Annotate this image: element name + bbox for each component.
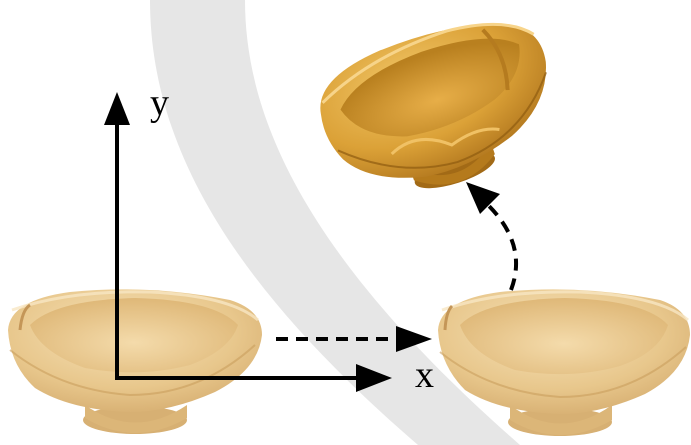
y-axis-label: y (150, 82, 169, 124)
background-arc-band (150, 0, 520, 445)
bowl-translated (438, 289, 690, 436)
rotation-arrowhead (466, 182, 500, 214)
x-axis-arrowhead (356, 364, 392, 392)
x-axis-label: x (415, 354, 434, 396)
y-axis-arrowhead (104, 92, 130, 125)
bowl-original (8, 289, 262, 434)
bowl-rotated (320, 22, 547, 189)
rotation-arrow (486, 203, 519, 291)
translation-arrowhead (396, 326, 432, 352)
